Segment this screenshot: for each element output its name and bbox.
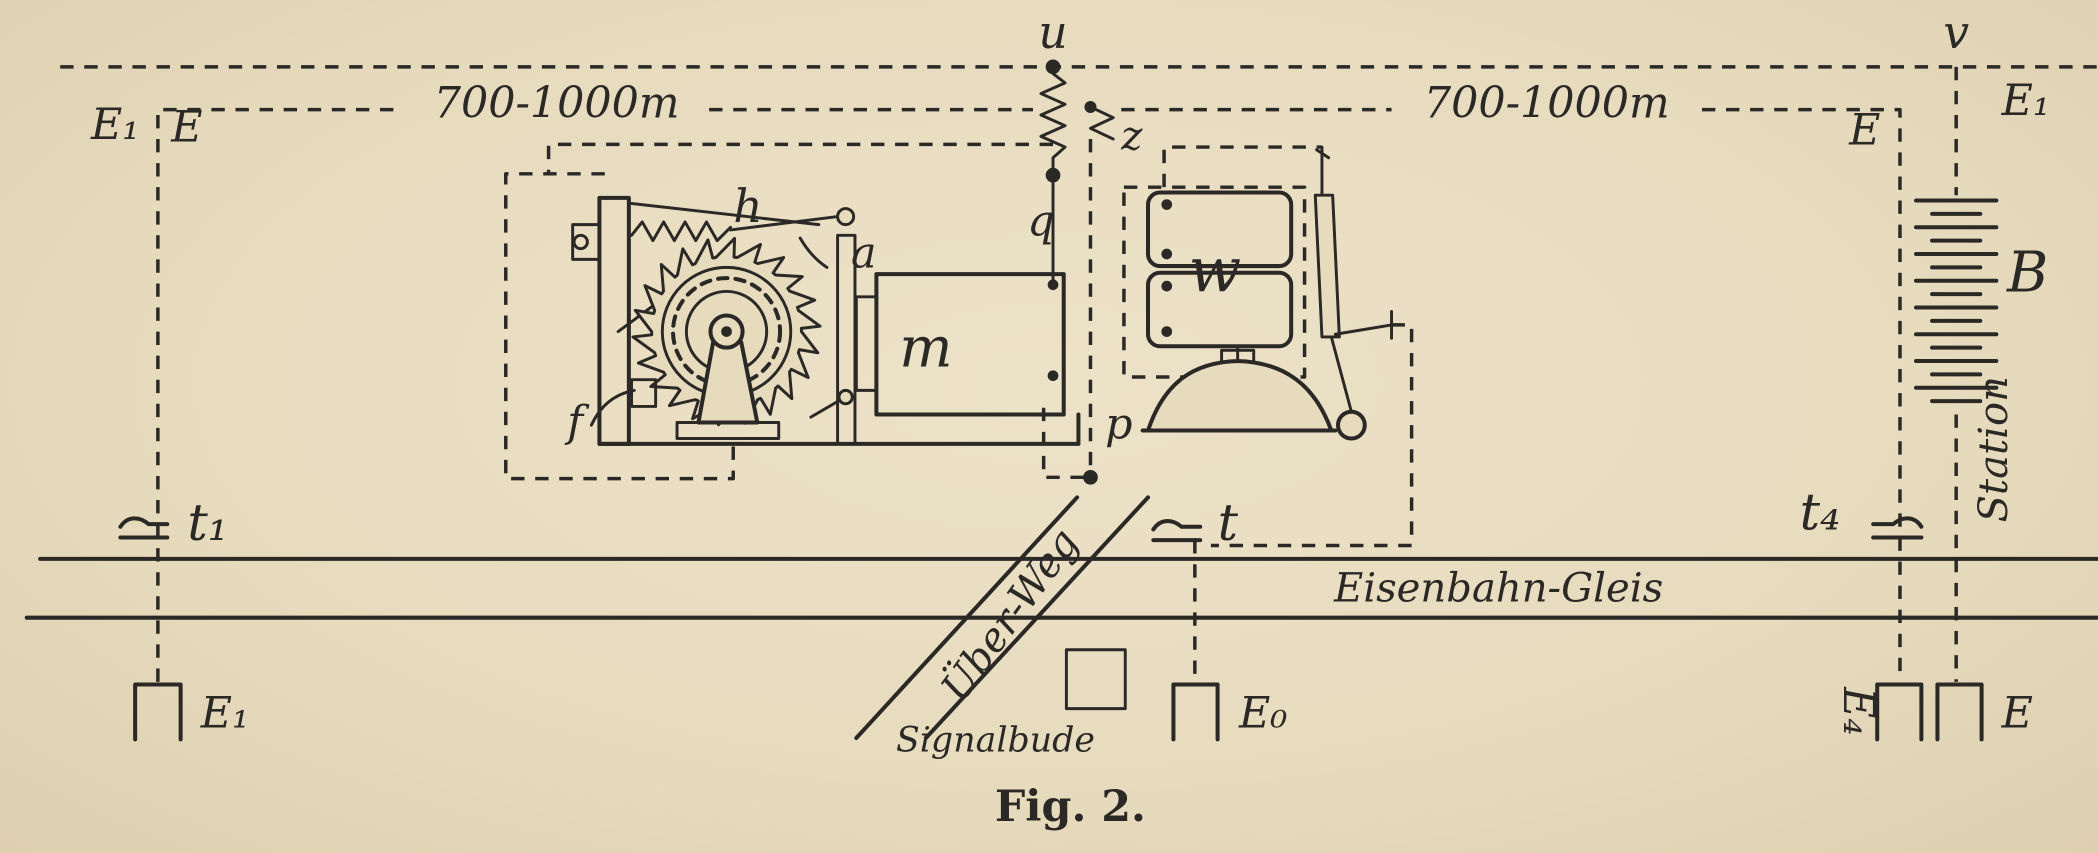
pawl-a xyxy=(729,215,840,269)
left-line-wire xyxy=(156,107,1033,682)
label-crossing: Über-Weg xyxy=(931,519,1088,710)
ground-plate-e1 xyxy=(133,682,183,742)
z-connector xyxy=(1089,105,1115,141)
lever-f xyxy=(589,388,636,427)
crossing-edge-left xyxy=(854,495,1080,741)
label-t: t xyxy=(1218,493,1239,552)
coil-terminal xyxy=(1161,280,1173,292)
lever-f-block xyxy=(630,378,658,408)
ground-plate-e xyxy=(1935,682,1984,742)
hammer-ball xyxy=(1336,409,1367,441)
bell-mechanism: w xyxy=(1122,145,1414,548)
label-h: h xyxy=(733,180,762,233)
label-e-top-right: E xyxy=(1848,105,1880,155)
label-t1: t₁ xyxy=(187,493,228,552)
electromagnet-m xyxy=(874,272,1066,417)
label-t4: t₄ xyxy=(1800,482,1841,541)
label-ground-e1: E₁ xyxy=(200,688,249,738)
wire-to-p xyxy=(1041,407,1091,480)
junction-u xyxy=(1045,59,1061,75)
label-e1-top-right: E₁ xyxy=(2001,76,2050,126)
bell-coil-lower xyxy=(1146,270,1294,349)
bell-circuit-right xyxy=(1210,323,1414,548)
label-m: m xyxy=(899,315,952,380)
frame-base xyxy=(597,412,1081,446)
junction-p xyxy=(1083,469,1098,485)
label-distance-left: 700-1000m xyxy=(434,79,680,129)
rail-contact-t1 xyxy=(118,516,170,540)
label-u: u xyxy=(1038,6,1067,59)
label-w: w xyxy=(1189,234,1242,306)
bell-crank xyxy=(1333,310,1394,340)
label-p: p xyxy=(1105,400,1132,450)
inner-circuit-top xyxy=(546,142,1054,174)
label-e1-top-left: E₁ xyxy=(90,100,139,150)
crossing-edge-right xyxy=(923,495,1151,741)
rail-contact-t xyxy=(1151,519,1203,543)
label-ground-e: E xyxy=(2001,688,2033,738)
armature-link xyxy=(809,396,845,419)
label-ground-e0: E₀ xyxy=(1238,688,1287,738)
label-b: B xyxy=(2006,240,2048,305)
label-v: v xyxy=(1943,6,1969,59)
pawl-pivot xyxy=(836,207,856,227)
coil-terminal xyxy=(1161,199,1173,210)
figure-caption: Fig. 2. xyxy=(995,782,1146,832)
bell-circuit-top xyxy=(1162,145,1322,188)
pedestal-base xyxy=(675,421,781,441)
bell-coil-upper xyxy=(1146,190,1294,269)
label-signal-box: Signalbude xyxy=(896,720,1095,760)
magnet-pole xyxy=(854,295,878,392)
label-z: z xyxy=(1120,114,1143,160)
hammer-top xyxy=(1315,145,1331,197)
battery-b xyxy=(1914,198,1999,404)
signal-box xyxy=(1064,648,1127,711)
magnet-terminal-top xyxy=(1047,279,1059,291)
label-distance-right: 700-1000m xyxy=(1424,79,1670,129)
label-rail: Eisenbahn-Gleis xyxy=(1333,566,1663,612)
hammer-rod xyxy=(1313,193,1341,339)
magnet-terminal-bottom xyxy=(1047,370,1059,382)
rail-contact-t4 xyxy=(1871,516,1924,540)
clockwork-mechanism: h a f m xyxy=(564,180,1081,447)
wheel-slots xyxy=(671,276,783,388)
ground-plate-e0 xyxy=(1171,682,1220,742)
coil-terminal xyxy=(1161,248,1173,260)
spring-h xyxy=(630,220,733,243)
wheel-axle xyxy=(721,326,732,337)
ground-plate-e4 xyxy=(1875,682,1924,742)
label-q: q xyxy=(1027,196,1054,246)
hammer-stem xyxy=(1329,335,1353,414)
label-ground-e4: E₄ xyxy=(1833,686,1883,735)
label-station: Station xyxy=(1971,376,2017,522)
coil-terminal xyxy=(1161,326,1173,337)
resistance-coil xyxy=(1039,72,1067,176)
label-f: f xyxy=(564,397,590,447)
frame-arm xyxy=(627,201,821,227)
right-line-wire xyxy=(1121,107,1902,682)
post-knob-screw xyxy=(572,233,589,251)
bell-dome xyxy=(1146,358,1334,433)
armature-link-pivot xyxy=(837,388,854,406)
